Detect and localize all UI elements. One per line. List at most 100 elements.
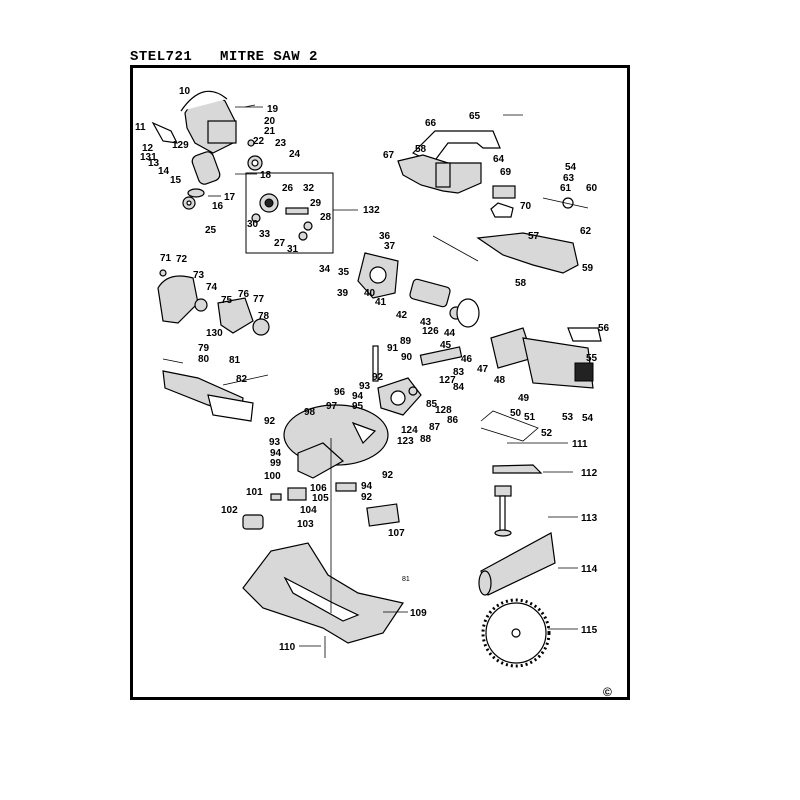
callout: 56 (598, 323, 610, 334)
callout: 99 (270, 458, 282, 469)
callout: 51 (524, 412, 536, 423)
callout: 84 (453, 382, 465, 393)
callout: 74 (206, 282, 218, 293)
callout: 60 (586, 183, 598, 194)
callout: 111 (572, 439, 588, 450)
dust-bag (478, 532, 556, 596)
diagram-frame: 10 19 20 21 11 22 23 12 129 131 13 14 24… (130, 65, 630, 700)
callout: 15 (170, 175, 182, 186)
callout: 77 (253, 294, 265, 305)
callout: 110 (279, 642, 296, 653)
callout: 92 (372, 372, 384, 383)
callout: 89 (400, 336, 412, 347)
callout: 61 (560, 183, 572, 194)
callout: 131 (140, 152, 157, 163)
motor-assembly (357, 252, 602, 389)
callout: 48 (494, 375, 506, 386)
diagram-title: MITRE SAW 2 (220, 49, 318, 65)
callout: 57 (528, 231, 540, 242)
callout: 14 (158, 166, 170, 177)
small-parts-lower-left (242, 482, 400, 658)
callout: 29 (310, 198, 322, 209)
fence-assembly (162, 358, 269, 422)
callout: 95 (352, 401, 364, 412)
callout: 100 (264, 471, 281, 482)
callout: 94 (352, 391, 364, 402)
model-number: STEL721 (130, 49, 193, 65)
callout: 59 (582, 263, 594, 274)
callout: 37 (384, 241, 396, 252)
turntable (283, 404, 389, 479)
callout: 23 (275, 138, 287, 149)
callout: 71 (160, 253, 172, 264)
callout: 35 (338, 267, 350, 278)
callout: 94 (270, 448, 282, 459)
callout: 69 (500, 167, 512, 178)
callout: 10 (179, 86, 191, 97)
callout: 92 (264, 416, 276, 427)
callout: 132 (363, 205, 380, 216)
callout: 126 (422, 326, 439, 337)
callout: 16 (212, 201, 224, 212)
callout: 64 (493, 154, 505, 165)
callout: 58 (515, 278, 527, 289)
callout: 80 (198, 354, 210, 365)
callout: 12 (142, 143, 154, 154)
callout: 31 (287, 244, 299, 255)
callout: 72 (176, 254, 188, 265)
hold-down-clamp (494, 485, 512, 537)
callout: 112 (581, 468, 598, 479)
callout: 65 (469, 111, 481, 122)
callout: 94 (361, 481, 373, 492)
callout: 58 (415, 144, 427, 155)
callout: 127 (439, 375, 456, 386)
callout: 39 (337, 288, 349, 299)
callout: 91 (387, 343, 399, 354)
callout: 41 (375, 297, 387, 308)
callout: 45 (440, 340, 452, 351)
lower-guard-assembly (157, 269, 270, 336)
bearing-assembly-box (245, 172, 358, 254)
callout: 32 (303, 183, 315, 194)
callout: 106 (310, 483, 327, 494)
callout: 98 (304, 407, 316, 418)
blade-guard-assembly (151, 90, 263, 210)
callout: 19 (267, 104, 279, 115)
saw-blade (481, 598, 551, 668)
callout: 46 (461, 354, 473, 365)
callout: 124 (401, 425, 418, 436)
callout: 55 (586, 353, 598, 364)
callout: 62 (580, 226, 592, 237)
callout: 27 (274, 238, 286, 249)
callout: 83 (453, 367, 465, 378)
callout: 22 (253, 136, 265, 147)
callout: 82 (236, 374, 248, 385)
callout: 78 (258, 311, 270, 322)
callout: 11 (135, 122, 146, 133)
callout: 49 (518, 393, 530, 404)
callout: 26 (282, 183, 294, 194)
handle-assembly (397, 130, 589, 274)
callout: 115 (581, 625, 598, 636)
callout: 93 (269, 437, 281, 448)
callout: 92 (361, 492, 373, 503)
callout: 13 (148, 158, 160, 169)
wrench-and-lever (480, 410, 543, 474)
callout: 113 (581, 513, 598, 524)
callout: 70 (520, 201, 532, 212)
callout: 90 (401, 352, 413, 363)
callout: 88 (420, 434, 432, 445)
callout: 47 (477, 364, 489, 375)
callout: 36 (379, 231, 391, 242)
callout: 33 (259, 229, 271, 240)
callout: 104 (300, 505, 317, 516)
callout: 40 (364, 288, 376, 299)
callout: 81 (402, 576, 410, 583)
callout: 54 (582, 413, 594, 424)
callout: 85 (426, 399, 438, 410)
callout: 20 (264, 116, 276, 127)
callout: 81 (229, 355, 241, 366)
callout: 128 (435, 405, 452, 416)
callout: 76 (238, 289, 250, 300)
callout: 93 (359, 381, 371, 392)
